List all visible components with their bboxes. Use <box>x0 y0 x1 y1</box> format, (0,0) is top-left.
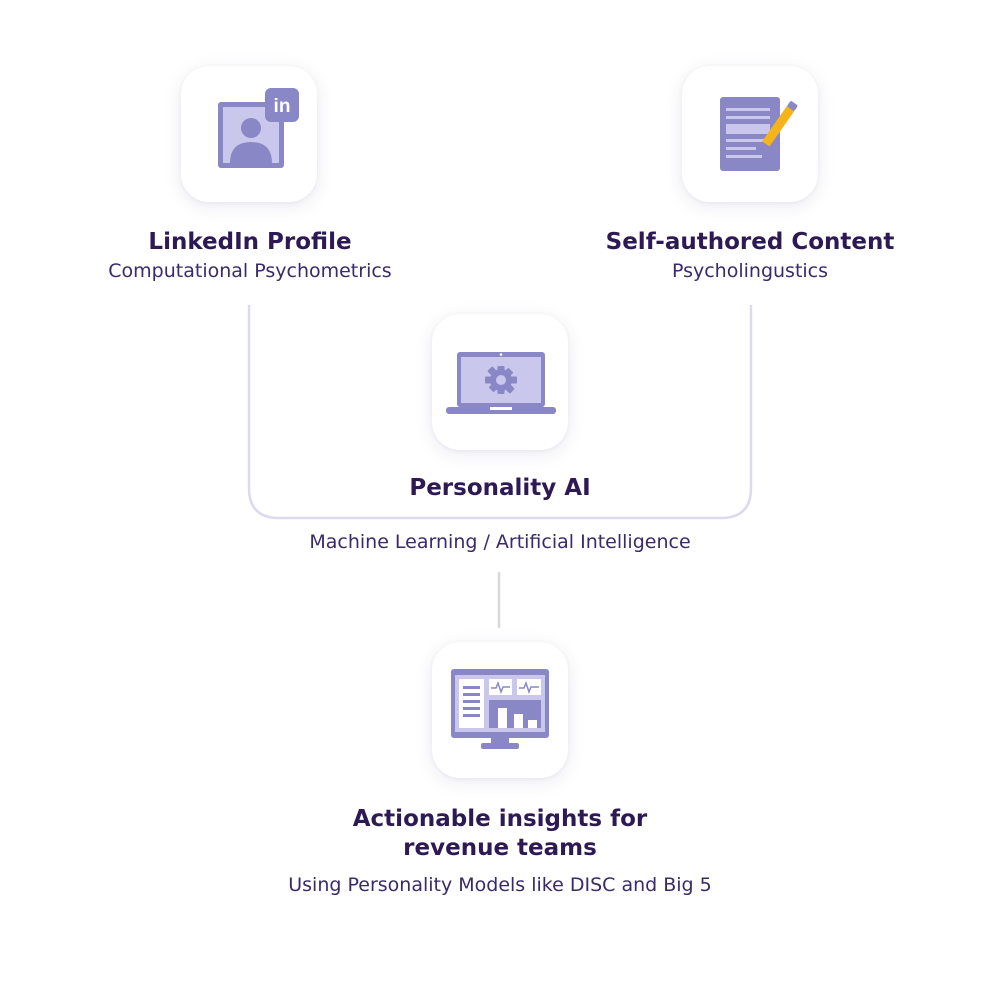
content-card <box>682 66 818 202</box>
svg-text:in: in <box>274 96 291 117</box>
insights-card <box>432 642 568 778</box>
personality-ai-subtitle: Machine Learning / Artificial Intelligen… <box>309 531 691 553</box>
insights-title-line2: revenue teams <box>403 835 597 861</box>
personality-ai-title: Personality AI <box>409 475 591 501</box>
connector-merge-bracket <box>247 305 753 520</box>
linkedin-card: in <box>181 66 317 202</box>
document-pen-icon <box>720 97 798 171</box>
insights-title-line1: Actionable insights for <box>352 806 648 832</box>
linkedin-title: LinkedIn Profile <box>148 229 352 255</box>
laptop-gear-icon <box>446 352 556 414</box>
content-title: Self-authored Content <box>605 229 895 255</box>
dashboard-monitor-icon <box>451 669 549 749</box>
linkedin-profile-icon: in <box>218 88 299 168</box>
insights-subtitle: Using Personality Models like DISC and B… <box>288 874 712 896</box>
personality-ai-card <box>432 314 568 450</box>
content-subtitle: Psycholingustics <box>671 260 829 282</box>
linkedin-subtitle: Computational Psychometrics <box>108 260 392 282</box>
